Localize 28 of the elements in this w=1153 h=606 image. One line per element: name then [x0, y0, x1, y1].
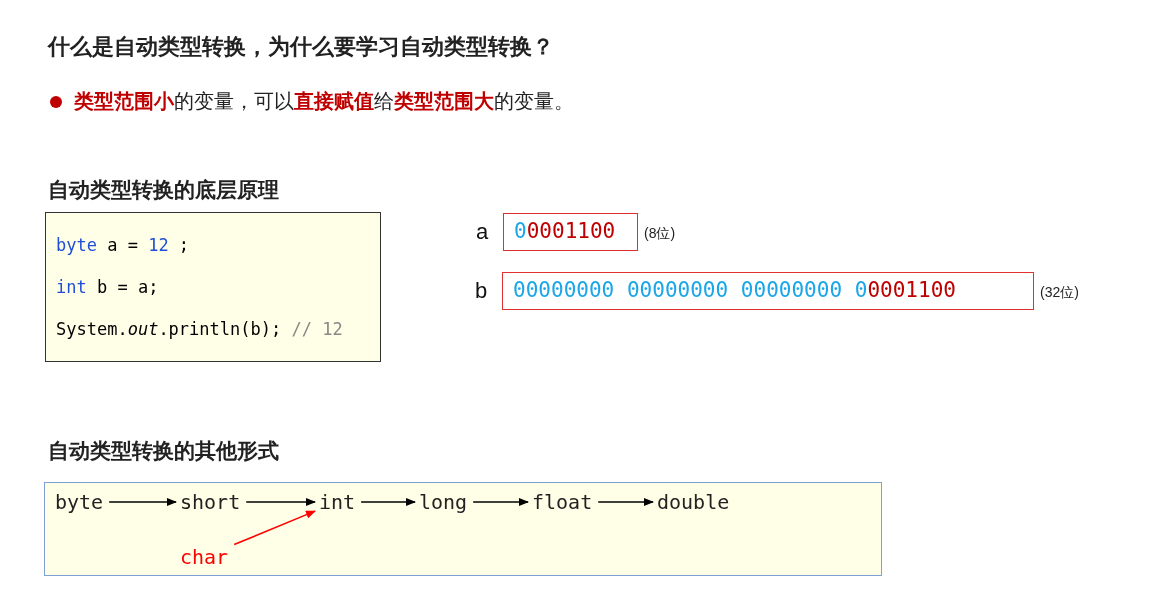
slide-title: 什么是自动类型转换，为什么要学习自动类型转换？	[48, 33, 554, 61]
type-name: int	[319, 490, 356, 514]
section-heading: 自动类型转换的其他形式	[48, 438, 279, 464]
binary-digits: 00001100	[503, 213, 638, 251]
bullet-text: 类型范围小的变量，可以直接赋值给类型范围大的变量。	[74, 89, 574, 114]
type-name: double	[657, 490, 730, 514]
code-line: System.out.println(b); // 12	[56, 319, 344, 339]
code-line: byte a = 12 ;	[56, 235, 191, 255]
binary-digits: 00000000 00000000 00000000 00001100	[502, 272, 1034, 310]
arrow	[245, 498, 316, 506]
section-heading: 自动类型转换的底层原理	[48, 177, 279, 203]
arrow	[597, 498, 654, 506]
type-name: float	[532, 490, 593, 514]
type-name: short	[180, 490, 241, 514]
type-name: char	[180, 545, 229, 569]
type-name: long	[419, 490, 468, 514]
code-box	[45, 212, 381, 362]
bit-width-note: (32位)	[1040, 284, 1079, 302]
arrow	[108, 498, 177, 506]
bit-width-note: (8位)	[644, 225, 676, 243]
code-line: int b = a;	[56, 277, 160, 297]
variable-name: a	[476, 219, 489, 245]
variable-name: b	[475, 278, 488, 304]
arrow	[472, 498, 529, 506]
type-name: byte	[55, 490, 104, 514]
panel-box	[44, 482, 882, 576]
arrow	[360, 498, 416, 506]
arrow	[233, 510, 316, 546]
